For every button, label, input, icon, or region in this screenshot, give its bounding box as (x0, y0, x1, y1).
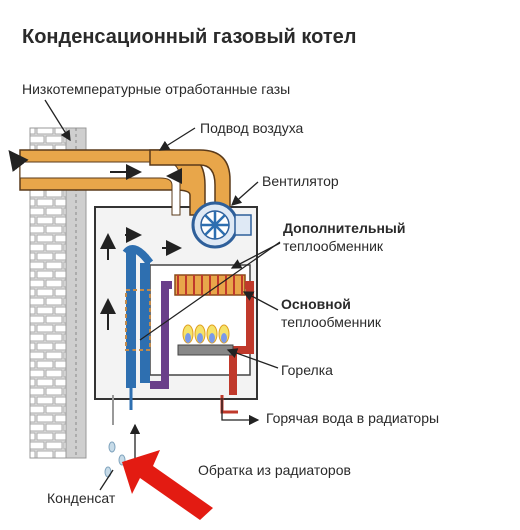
fan-label: Вентилятор (262, 173, 339, 189)
pointer-arrow-icon (122, 450, 213, 520)
diagram-title: Конденсационный газовый котел (22, 26, 357, 48)
flame-icon (182, 324, 230, 344)
fan-icon (191, 201, 252, 249)
burner-label: Горелка (281, 362, 333, 378)
leader-lines (44, 99, 281, 491)
air-supply-label: Подвод воздуха (200, 120, 304, 136)
condensate-label: Конденсат (47, 490, 116, 506)
flue-gases-label: Низкотемпературные отработанные газы (22, 81, 291, 97)
gas-flow-arrows (100, 227, 182, 330)
flue-duct (8, 149, 231, 216)
main-heat-exchanger-label-1: Основной (281, 296, 351, 312)
extra-heat-exchanger (112, 245, 154, 425)
main-heat-exchanger-label-2: теплообменник (281, 314, 382, 330)
extra-heat-exchanger-label-1: Дополнительный (283, 220, 406, 236)
burner (177, 324, 234, 356)
main-heat-exchanger (150, 274, 254, 414)
condensate-drops (104, 441, 126, 478)
extra-heat-exchanger-label-2: теплообменник (283, 238, 384, 254)
return-label: Обратка из радиаторов (198, 462, 351, 478)
hot-water-label: Горячая вода в радиаторы (266, 410, 440, 426)
